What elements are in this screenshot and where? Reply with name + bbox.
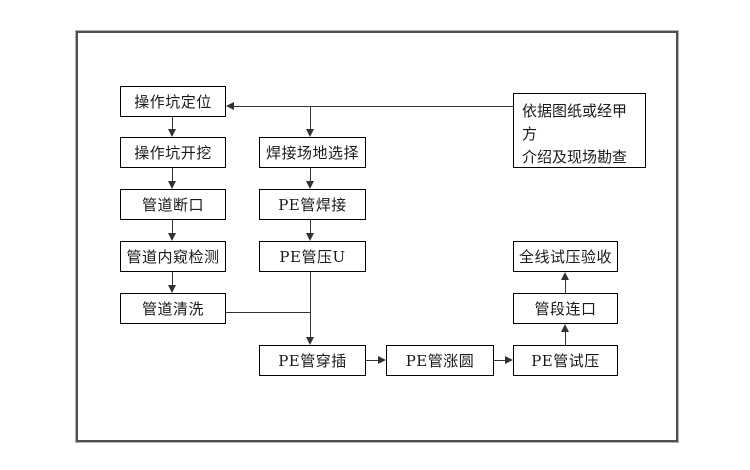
flow-arrowhead-right bbox=[505, 356, 513, 364]
flow-line bbox=[310, 220, 311, 233]
flow-arrowhead-down bbox=[168, 285, 176, 293]
flow-arrowhead-down bbox=[306, 337, 314, 345]
node-pipe-inspection: 管道内窥检测 bbox=[120, 241, 226, 272]
flow-arrowhead-down bbox=[306, 233, 314, 241]
flow-arrowhead-right bbox=[378, 356, 386, 364]
node-pe-pipe-insertion: PE管穿插 bbox=[259, 345, 366, 376]
flow-line bbox=[494, 360, 505, 361]
survey-note-line1: 依据图纸或经甲方 bbox=[522, 102, 628, 143]
flow-line bbox=[226, 312, 311, 313]
node-pipe-segment-connection: 管段连口 bbox=[513, 293, 618, 324]
node-pe-pipe-pressure-test: PE管试压 bbox=[513, 345, 618, 376]
flow-line bbox=[234, 106, 513, 107]
survey-note-line2: 介绍及现场勘查 bbox=[522, 148, 628, 166]
flow-line bbox=[565, 280, 566, 293]
flow-line bbox=[310, 272, 311, 337]
flow-arrowhead-down bbox=[306, 129, 314, 137]
flow-arrowhead-down bbox=[306, 181, 314, 189]
node-pit-locating: 操作坑定位 bbox=[120, 86, 226, 117]
flow-line bbox=[565, 332, 566, 345]
flow-arrowhead-down bbox=[168, 233, 176, 241]
node-weld-site-selection: 焊接场地选择 bbox=[259, 137, 366, 168]
node-pe-pipe-welding: PE管焊接 bbox=[259, 189, 366, 220]
flow-line bbox=[310, 106, 311, 129]
flow-arrowhead-down bbox=[168, 181, 176, 189]
flow-arrowhead-left bbox=[226, 102, 234, 110]
node-pe-pipe-press-u: PE管压U bbox=[259, 241, 366, 272]
flow-arrowhead-down bbox=[168, 129, 176, 137]
flow-line bbox=[310, 168, 311, 181]
node-full-line-pressure-acceptance: 全线试压验收 bbox=[513, 241, 618, 272]
node-pe-pipe-rounding: PE管涨圆 bbox=[386, 345, 494, 376]
flow-line bbox=[172, 220, 173, 233]
flow-arrowhead-up bbox=[561, 324, 569, 332]
node-survey-note: 依据图纸或经甲方 介绍及现场勘查 bbox=[513, 93, 646, 168]
flow-arrowhead-up bbox=[561, 272, 569, 280]
node-pit-excavation: 操作坑开挖 bbox=[120, 137, 226, 168]
flow-line bbox=[366, 360, 378, 361]
flow-line bbox=[172, 272, 173, 285]
node-pipe-break: 管道断口 bbox=[120, 189, 226, 220]
node-pipe-cleaning: 管道清洗 bbox=[120, 293, 226, 324]
flow-line bbox=[172, 117, 173, 129]
flow-line bbox=[172, 168, 173, 181]
